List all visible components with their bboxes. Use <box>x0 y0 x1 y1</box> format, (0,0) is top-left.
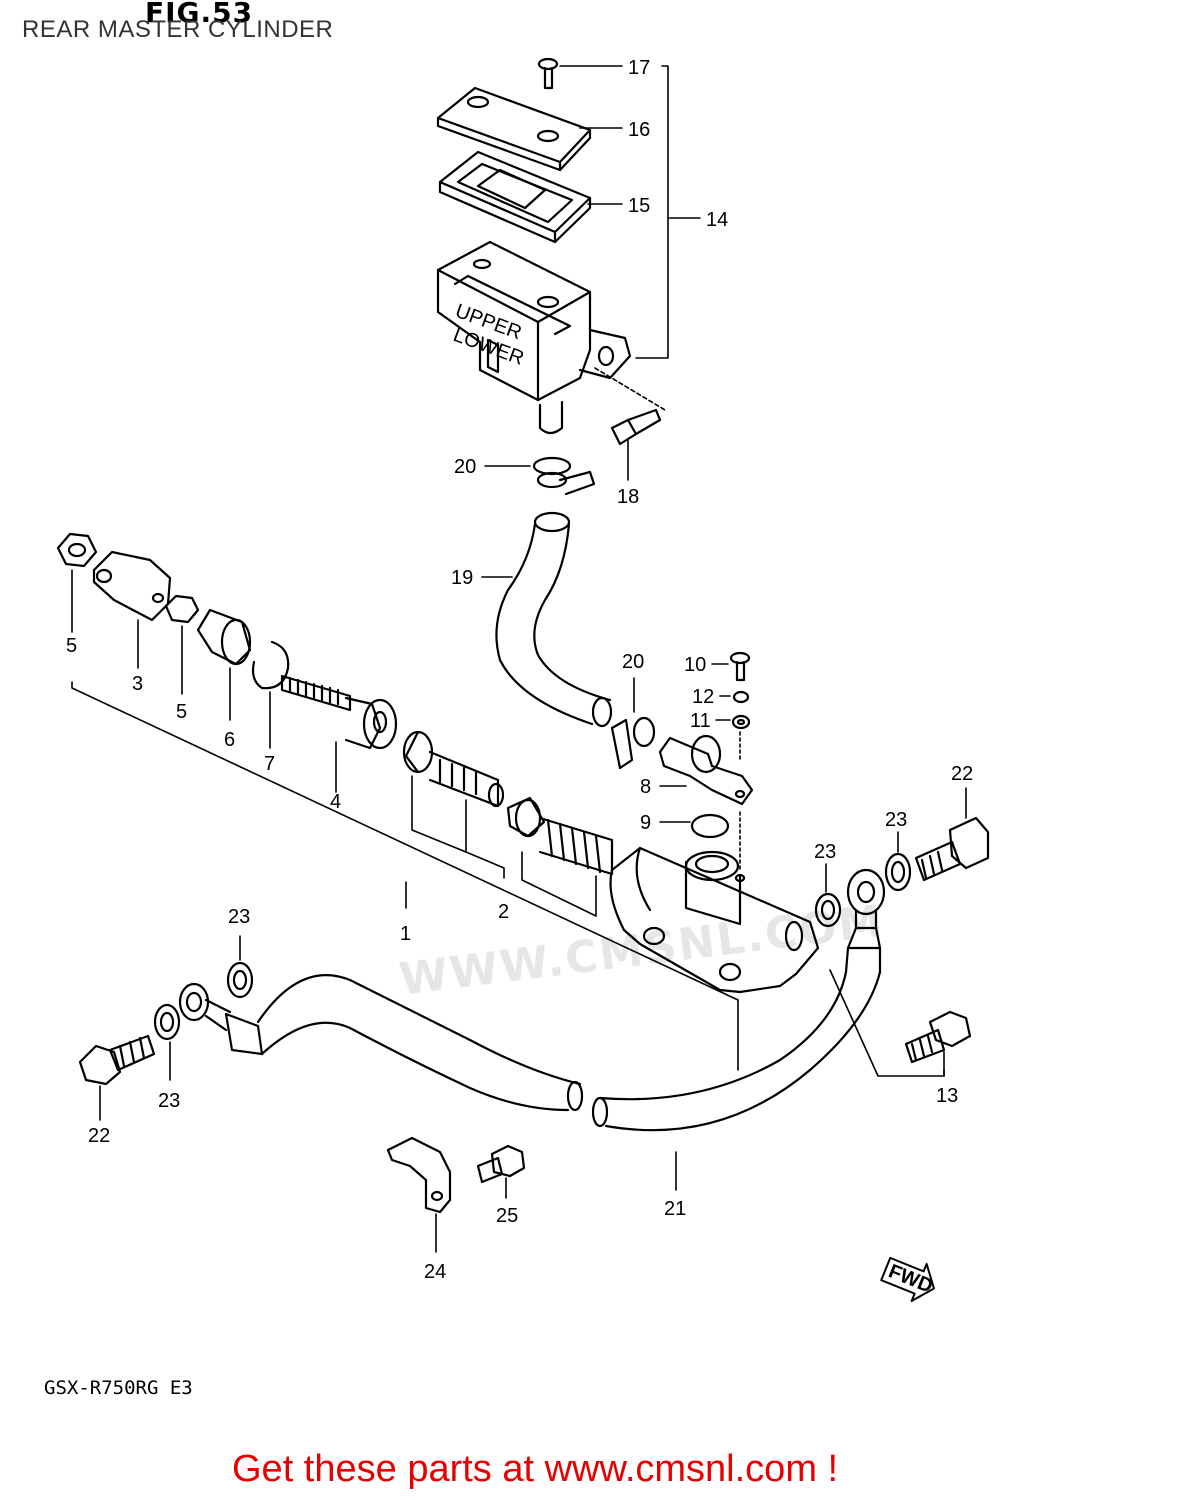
figure-number: FIG.53 <box>145 0 254 29</box>
callout-24: 24 <box>424 1261 446 1283</box>
part-20-clip-lower <box>610 677 656 770</box>
callout-19: 19 <box>451 567 473 589</box>
part-1-master-cylinder <box>71 681 820 1071</box>
part-22-banjo-bolt-right <box>914 787 990 882</box>
part-18-bolt <box>610 408 662 481</box>
part-23-washer-right-upper <box>884 831 912 892</box>
callout-16: 16 <box>628 119 650 141</box>
callout-5-left: 5 <box>66 635 77 657</box>
part-17-screw <box>537 57 623 90</box>
part-12-washer <box>719 690 750 704</box>
part-10-screw <box>711 651 751 682</box>
callout-2: 2 <box>498 901 509 923</box>
callout-6: 6 <box>224 729 235 751</box>
part-19-reservoir-hose <box>481 511 613 728</box>
part-14-reservoir: UPPER LOWER <box>436 65 701 435</box>
part-3-clevis <box>92 550 172 669</box>
part-23-washer-left-upper <box>226 935 254 999</box>
part-25-bolt <box>476 1144 526 1199</box>
part-5-nut-right <box>164 594 200 695</box>
callout-1: 1 <box>400 923 411 945</box>
part-23-washer-right-lower <box>814 863 842 928</box>
callout-labels: 17 16 15 14 18 20 19 5 3 5 6 7 4 20 10 1… <box>66 57 973 1283</box>
callout-13: 13 <box>936 1085 958 1107</box>
part-24-clamp <box>386 1136 452 1253</box>
part-8-hose-fitting <box>658 731 754 871</box>
part-9-o-ring <box>659 813 730 839</box>
callout-14: 14 <box>706 209 728 231</box>
part-2-piston-kit <box>402 730 614 917</box>
callout-23-right-upper: 23 <box>885 809 907 831</box>
callout-22-right: 22 <box>951 763 973 785</box>
callout-25: 25 <box>496 1205 518 1227</box>
callout-22-left: 22 <box>88 1125 110 1147</box>
callout-15: 15 <box>628 195 650 217</box>
callout-23-right-lower: 23 <box>814 841 836 863</box>
callout-20-lower: 20 <box>622 651 644 673</box>
part-23-washer-left-lower <box>153 1003 181 1081</box>
part-15-diaphragm <box>438 150 623 244</box>
part-7-circlip <box>251 640 290 749</box>
callout-20-upper: 20 <box>454 456 476 478</box>
cta-link[interactable]: Get these parts at www.cmsnl.com ! <box>232 1448 839 1490</box>
callout-8: 8 <box>640 776 651 798</box>
callout-17: 17 <box>628 57 650 79</box>
callout-18: 18 <box>617 486 639 508</box>
callout-4: 4 <box>330 791 341 813</box>
callout-23-left-upper: 23 <box>228 906 250 928</box>
callout-11: 11 <box>690 710 711 732</box>
part-20-clip-upper <box>484 456 596 496</box>
model-code: GSX-R750RG E3 <box>44 1377 193 1399</box>
part-5-nut-left <box>56 532 98 633</box>
part-6-boot <box>196 608 252 721</box>
callout-9: 9 <box>640 812 651 834</box>
part-21-brake-hose <box>178 868 886 1191</box>
callout-7: 7 <box>264 753 275 775</box>
part-22-banjo-bolt-left <box>78 1034 156 1121</box>
callout-23-left-lower: 23 <box>158 1090 180 1112</box>
part-13-bolt <box>829 969 972 1077</box>
part-16-cap <box>436 86 623 172</box>
part-11-washer <box>715 714 751 730</box>
callout-5-right: 5 <box>176 701 187 723</box>
callout-3: 3 <box>132 673 143 695</box>
callout-12: 12 <box>692 686 714 708</box>
callout-10: 10 <box>684 654 706 676</box>
page-title: REAR MASTER CYLINDER <box>22 16 334 43</box>
callout-21: 21 <box>664 1198 686 1220</box>
part-4-pushrod <box>280 674 398 793</box>
fwd-arrow-icon: FWD <box>880 1256 936 1303</box>
